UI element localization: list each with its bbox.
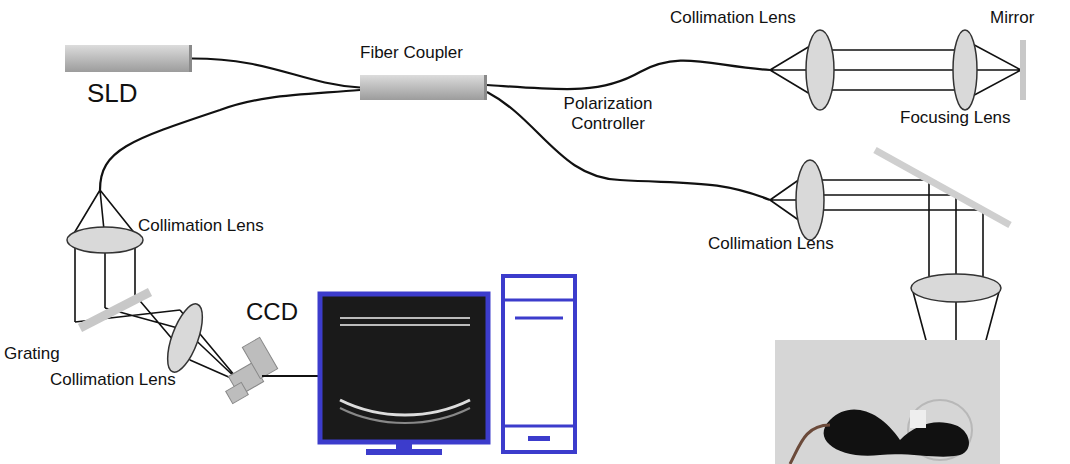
fiber-coupler: Fiber Coupler bbox=[360, 75, 487, 100]
part-label: Grating bbox=[4, 344, 60, 364]
part-label: SLD bbox=[87, 78, 138, 109]
light-source: SLD bbox=[65, 45, 192, 72]
part-label: Collimation Lens bbox=[138, 216, 264, 236]
part-label: Collimation Lens bbox=[670, 8, 796, 28]
optical-fiber bbox=[192, 59, 360, 88]
part-label: Fiber Coupler bbox=[360, 43, 463, 63]
part-label: Collimation Lens bbox=[50, 370, 176, 390]
part-label: Collimation Lens bbox=[708, 234, 834, 254]
fiber bbox=[100, 90, 360, 190]
fiber bbox=[487, 61, 770, 90]
fiber bbox=[487, 92, 770, 200]
part-label: CCD bbox=[246, 298, 298, 326]
part-label: Focusing Lens bbox=[900, 108, 1011, 128]
part-label: Polarization Controller bbox=[553, 94, 663, 133]
part-label: Mirror bbox=[990, 8, 1034, 28]
